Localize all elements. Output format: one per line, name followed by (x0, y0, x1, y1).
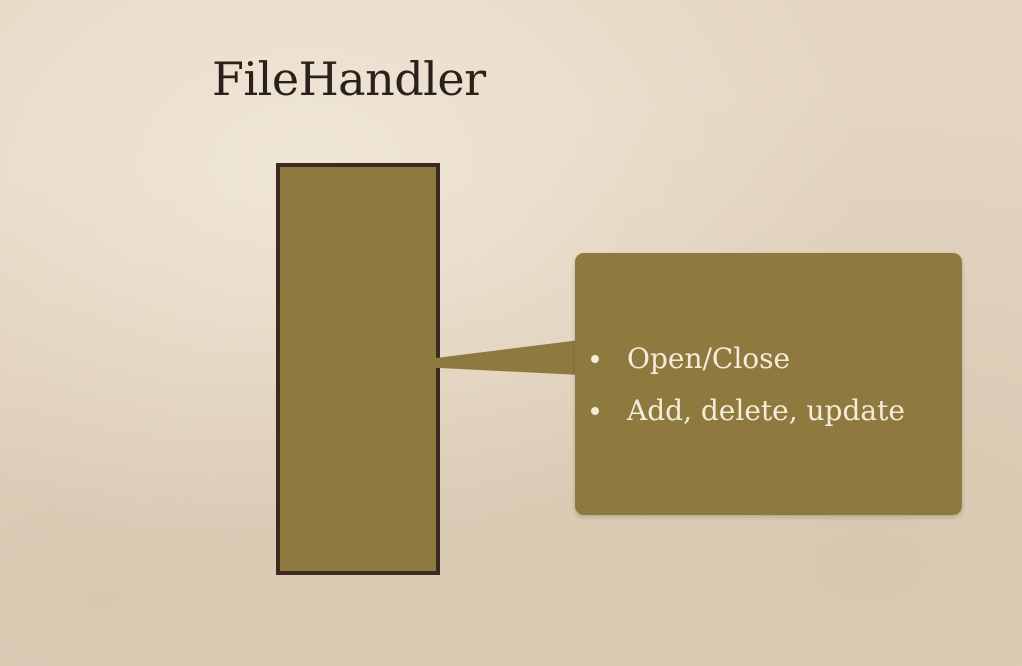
filehandler-block (276, 163, 440, 575)
bullet-icon (591, 407, 599, 415)
callout-box: Open/Close Add, delete, update (575, 253, 962, 515)
bullet-icon (591, 355, 599, 363)
list-item-text: Open/Close (627, 342, 791, 375)
list-item: Add, delete, update (585, 385, 905, 437)
slide-title: FileHandler (212, 52, 486, 106)
callout-list: Open/Close Add, delete, update (585, 333, 905, 437)
list-item: Open/Close (585, 333, 905, 385)
list-item-text: Add, delete, update (627, 394, 905, 427)
